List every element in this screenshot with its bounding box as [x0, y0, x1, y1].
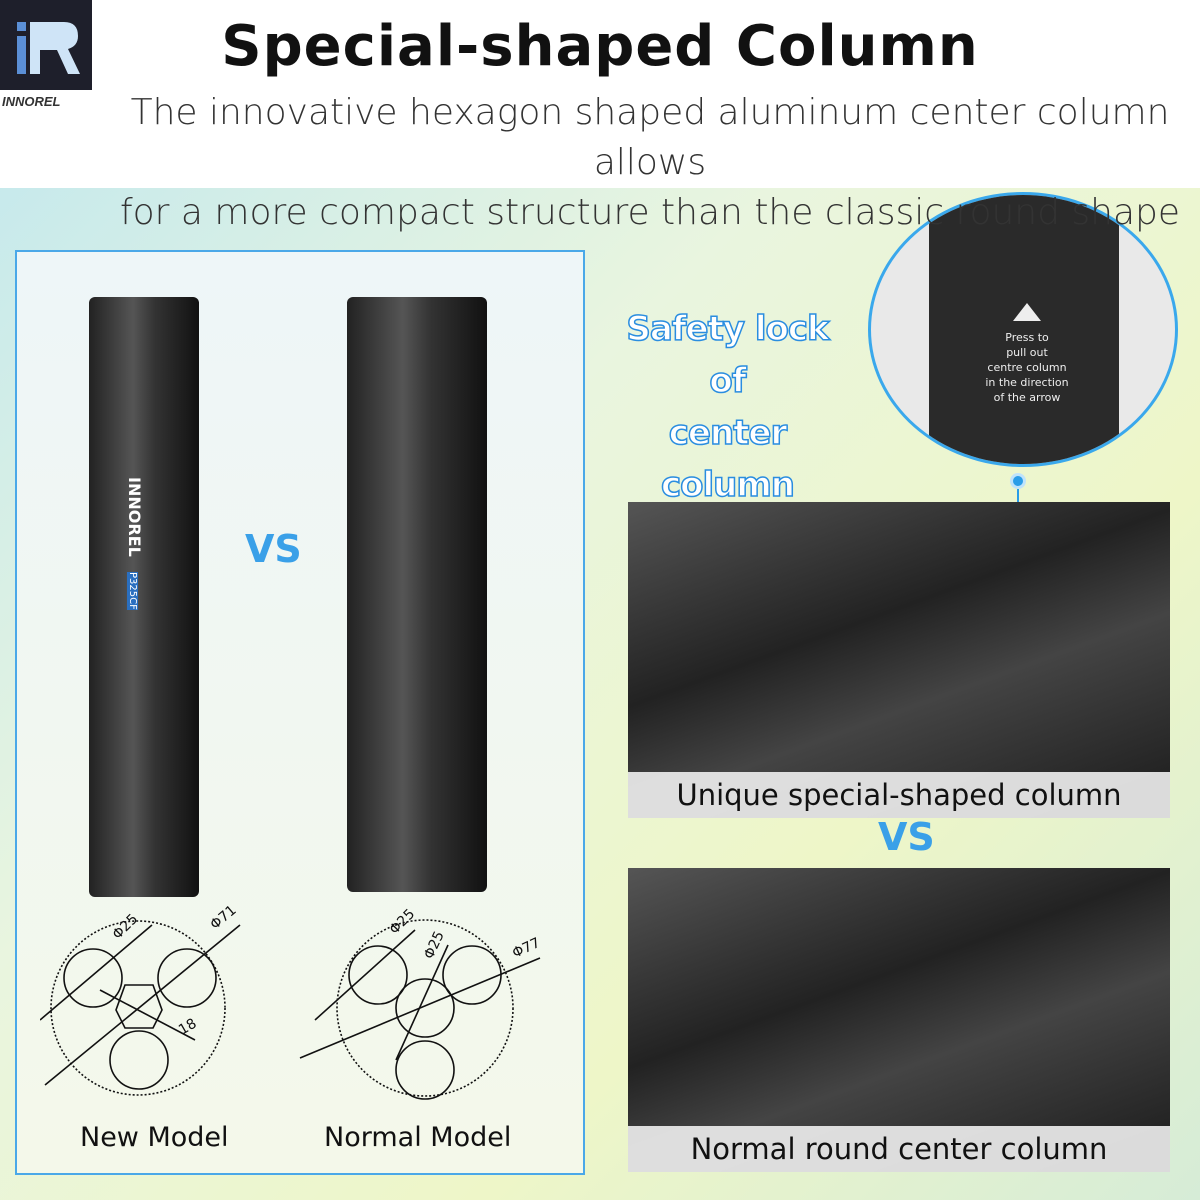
inset-line: of the arrow [993, 391, 1061, 404]
arrow-up-icon [1013, 303, 1041, 321]
tripod-brand: INNOREL [125, 477, 144, 557]
top-caption: Unique special-shaped column [628, 772, 1170, 818]
safety-line-2: center column [660, 412, 796, 506]
normal-overall-dim: Φ77 [510, 935, 543, 962]
callout-dot [1010, 473, 1026, 489]
subtitle: The innovative hexagon shaped aluminum c… [100, 88, 1200, 238]
normal-model-label: Normal Model [324, 1122, 512, 1153]
normal-leg-dim: Φ25 [387, 906, 419, 938]
inset-instructions: Press to pull out centre column in the d… [967, 330, 1087, 405]
safety-lock-heading: Safety lock of center column [605, 303, 850, 511]
innorel-logo [0, 0, 92, 90]
safety-lock-closeup: Press to pull out centre column in the d… [868, 192, 1178, 467]
bottom-caption: Normal round center column [628, 1126, 1170, 1172]
new-column-dim: 18 [176, 1016, 199, 1039]
inset-line: Press to [1005, 331, 1049, 344]
dimension-diagrams: Φ25 Φ71 18 Φ25 Φ25 Φ77 [40, 902, 543, 1100]
inset-line: pull out [1006, 346, 1048, 359]
special-column-photo: Unique special-shaped column [628, 502, 1170, 818]
comparison-panel: INNOREL P325CF VS New Model Normal Model [15, 250, 585, 1175]
new-model-label: New Model [80, 1122, 229, 1153]
subtitle-line-1: The innovative hexagon shaped aluminum c… [130, 92, 1170, 183]
new-model-tripod-image [89, 297, 199, 897]
inset-line: centre column [987, 361, 1067, 374]
vs-label-right: VS [878, 815, 935, 859]
round-column-photo: Normal round center column [628, 868, 1170, 1172]
safety-line-1: Safety lock of [626, 308, 831, 402]
brand-name: INNOREL [2, 94, 61, 109]
column-image [929, 195, 1119, 464]
header: INNOREL Special-shaped Column The innova… [0, 0, 1200, 233]
page-title: Special-shaped Column [221, 14, 979, 79]
subtitle-line-2: for a more compact structure than the cl… [119, 192, 1181, 233]
vs-label: VS [245, 527, 302, 571]
inset-line: in the direction [985, 376, 1069, 389]
normal-model-tripod-image [347, 297, 487, 892]
tripod-model: P325CF [127, 572, 138, 610]
normal-column-dim: Φ25 [421, 929, 448, 962]
